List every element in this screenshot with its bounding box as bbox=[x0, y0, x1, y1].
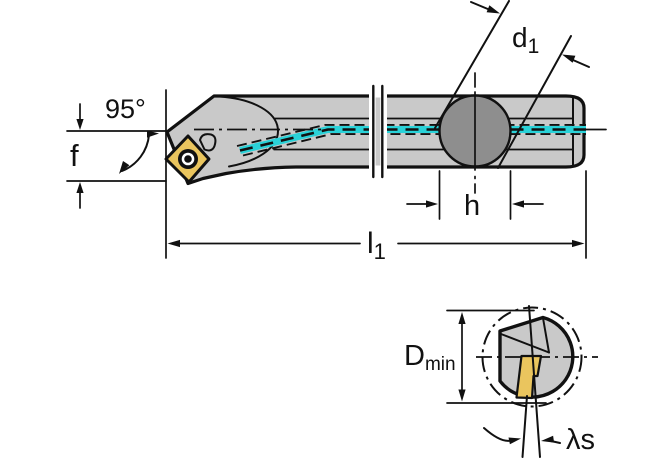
label-dmin: Dmin bbox=[404, 340, 456, 375]
label-d1: d1 bbox=[512, 22, 539, 58]
dim-dmin-arrowhead-bottom bbox=[458, 389, 466, 402]
insert-assembly bbox=[164, 133, 217, 184]
section-view: Dmin λs bbox=[404, 305, 598, 458]
insert-clamp-ear bbox=[198, 133, 217, 152]
dim-d1-arrow-tail-left bbox=[470, 1, 490, 11]
dim-d1-line-right bbox=[497, 35, 572, 169]
dim-l1: l1 bbox=[167, 170, 587, 264]
dim-95-arrowhead-bottom bbox=[119, 161, 130, 174]
dim-lambda-arc bbox=[483, 427, 512, 442]
label-lambda-s: λs bbox=[566, 424, 595, 456]
dim-h: h bbox=[406, 170, 544, 222]
side-view: d1 f 95° bbox=[66, 0, 607, 264]
break-lines bbox=[369, 84, 387, 179]
head-shank-blend-curve bbox=[219, 95, 280, 168]
dim-d1-arrowhead-left bbox=[486, 5, 500, 14]
dim-approach-angle: 95° bbox=[105, 94, 159, 174]
section-flat-wedge-line-1 bbox=[500, 333, 550, 354]
dim-f-arrowhead-bottom bbox=[76, 182, 84, 193]
dim-d1-arrow-tail-right bbox=[572, 59, 590, 68]
section-min-bore-circle bbox=[481, 306, 583, 408]
section-vertical-ref-line bbox=[521, 395, 528, 458]
dim-l1-arrowhead-left bbox=[167, 239, 180, 248]
dim-lambda-s: λs bbox=[483, 424, 595, 456]
dim-f: f bbox=[66, 103, 167, 209]
label-approach-angle: 95° bbox=[105, 94, 146, 124]
dim-lambda-arrowhead-left bbox=[508, 437, 521, 445]
label-l1: l1 bbox=[367, 227, 386, 264]
dim-lambda-arrowhead-right bbox=[541, 435, 555, 443]
dim-h-arrowhead-right bbox=[512, 200, 524, 208]
dim-95-arrowhead-top bbox=[147, 130, 159, 138]
dim-d1-arrowhead-right bbox=[562, 54, 576, 63]
dim-dmin: Dmin bbox=[404, 309, 547, 404]
dim-h-arrowhead-left bbox=[426, 200, 438, 208]
dim-f-arrowhead-top bbox=[76, 119, 84, 130]
section-flat-wedge-line-2 bbox=[542, 317, 550, 354]
dim-l1-arrowhead-right bbox=[572, 239, 585, 248]
dim-d1-line-left bbox=[434, 0, 510, 129]
label-f: f bbox=[70, 138, 79, 173]
label-h: h bbox=[464, 190, 480, 222]
insert-screw-hole-center bbox=[184, 155, 192, 163]
dim-dmin-arrowhead-top bbox=[458, 312, 466, 324]
section-tilt-line bbox=[528, 305, 541, 458]
dim-95-arc bbox=[121, 134, 150, 172]
break-body-patch bbox=[375, 97, 381, 166]
